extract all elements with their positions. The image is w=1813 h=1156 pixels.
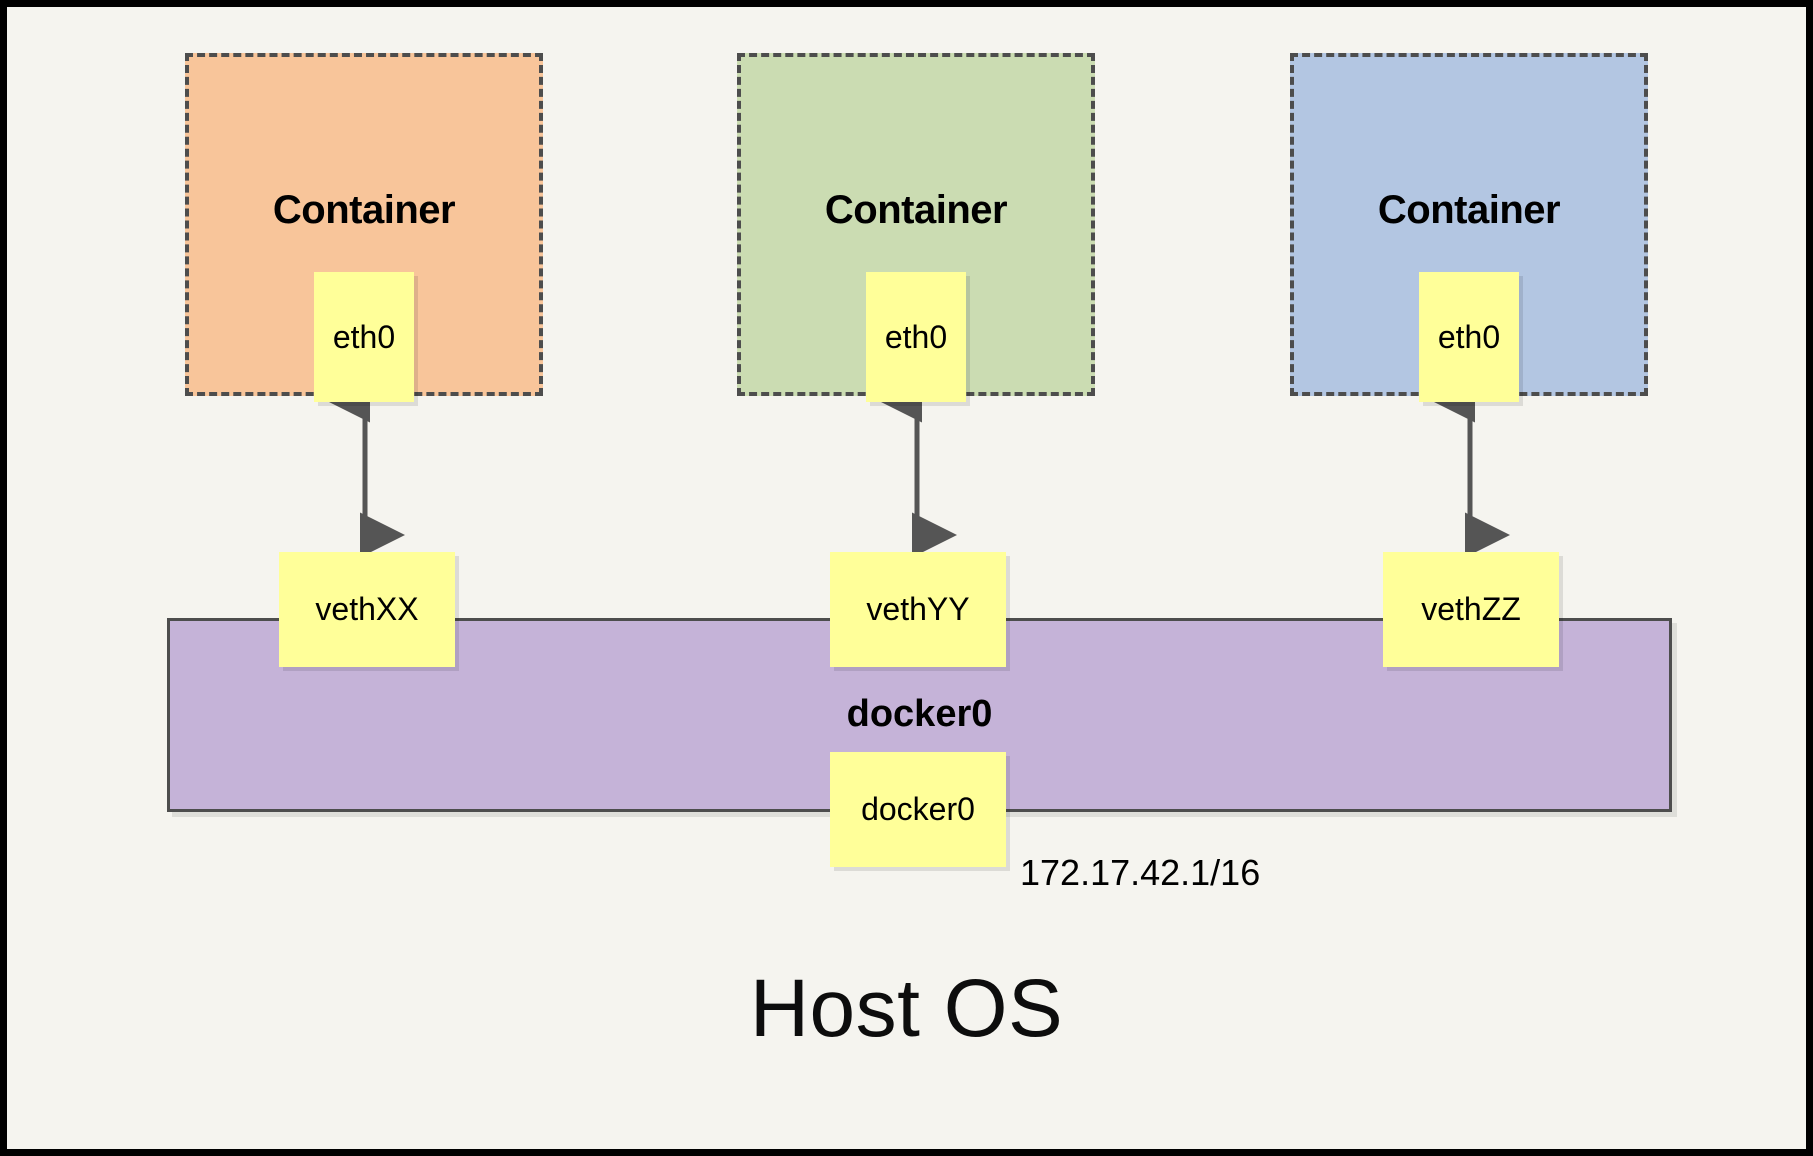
container-title-2: Container <box>824 188 1008 232</box>
container-eth0-box-1[interactable]: eth0 <box>314 272 414 402</box>
container-eth0-box-2[interactable]: eth0 <box>866 272 966 402</box>
docker0-interface-box[interactable]: docker0 <box>830 752 1006 867</box>
veth-box-1[interactable]: vethXX <box>279 552 455 667</box>
docker0-ip-label: 172.17.42.1/16 <box>1020 852 1261 893</box>
docker0-bridge-label: docker0 <box>846 693 993 735</box>
container-eth0-box-3[interactable]: eth0 <box>1419 272 1519 402</box>
veth-box-3[interactable]: vethZZ <box>1383 552 1559 667</box>
veth-box-2[interactable]: vethYY <box>830 552 1006 667</box>
host-os-label: Host OS <box>749 963 1064 1054</box>
veth-link-arrow-3 <box>1430 377 1510 558</box>
veth-link-arrow-1 <box>325 377 405 558</box>
veth-link-arrow-2 <box>877 377 957 558</box>
container-title-3: Container <box>1377 188 1561 232</box>
container-title-1: Container <box>272 188 456 232</box>
diagram-surface: Container eth0 Container eth0 Container … <box>7 7 1806 1149</box>
